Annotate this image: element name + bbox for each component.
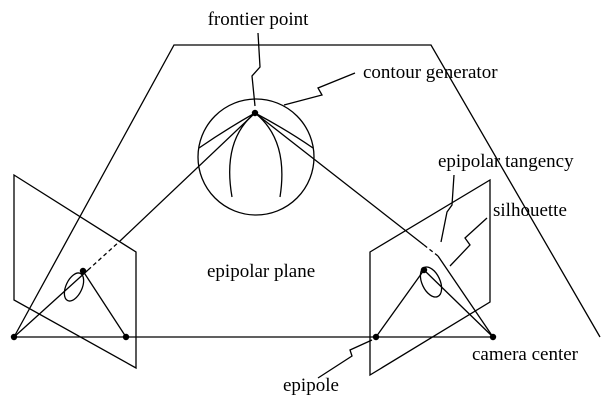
right-ray-to-frontier: [254, 112, 425, 246]
silhouette-leader: [449, 217, 488, 267]
object-sphere: [197, 98, 315, 216]
epipolar-tangency-label: epipolar tangency: [438, 151, 574, 172]
left-ray-dashed: [87, 240, 121, 271]
camera-center-label: camera center: [472, 344, 579, 365]
epipole-label: epipole: [283, 375, 339, 396]
right-ray-solid: [437, 255, 494, 338]
right-tangency-ray: [423, 269, 494, 338]
right-camera-center-dot: [489, 333, 497, 341]
left-silhouette: [63, 272, 85, 302]
left-epipolar-line: [82, 270, 127, 338]
left-ray-solid: [13, 269, 89, 338]
right-ray-dashed: [423, 244, 439, 257]
contour-generator-label: contour generator: [363, 62, 498, 83]
epipolar-plane-label: epipolar plane: [207, 261, 315, 282]
frontier-point-leader: [251, 32, 261, 107]
epipolar-plane-outline: [13, 44, 601, 338]
left-epipole-dot: [122, 333, 130, 341]
left-image-plane: [13, 173, 137, 370]
right-epipole-dot: [372, 333, 380, 341]
right-silhouette: [419, 266, 443, 298]
left-tangency-dot: [79, 267, 87, 275]
contour-generator-leader: [283, 72, 356, 106]
right-epipolar-line: [375, 269, 425, 338]
right-image-plane: [369, 178, 491, 377]
left-ray-to-frontier: [119, 112, 256, 242]
epipole-leader: [317, 339, 373, 379]
frontier-point-label: frontier point: [208, 9, 310, 30]
contour-generator-curve: [198, 112, 314, 149]
epipolar-tangency-leader: [440, 174, 455, 243]
frontier-point-dot: [251, 109, 259, 117]
left-camera-center-dot: [10, 333, 18, 341]
silhouette-label: silhouette: [493, 200, 567, 221]
right-tangency-dot: [420, 266, 428, 274]
